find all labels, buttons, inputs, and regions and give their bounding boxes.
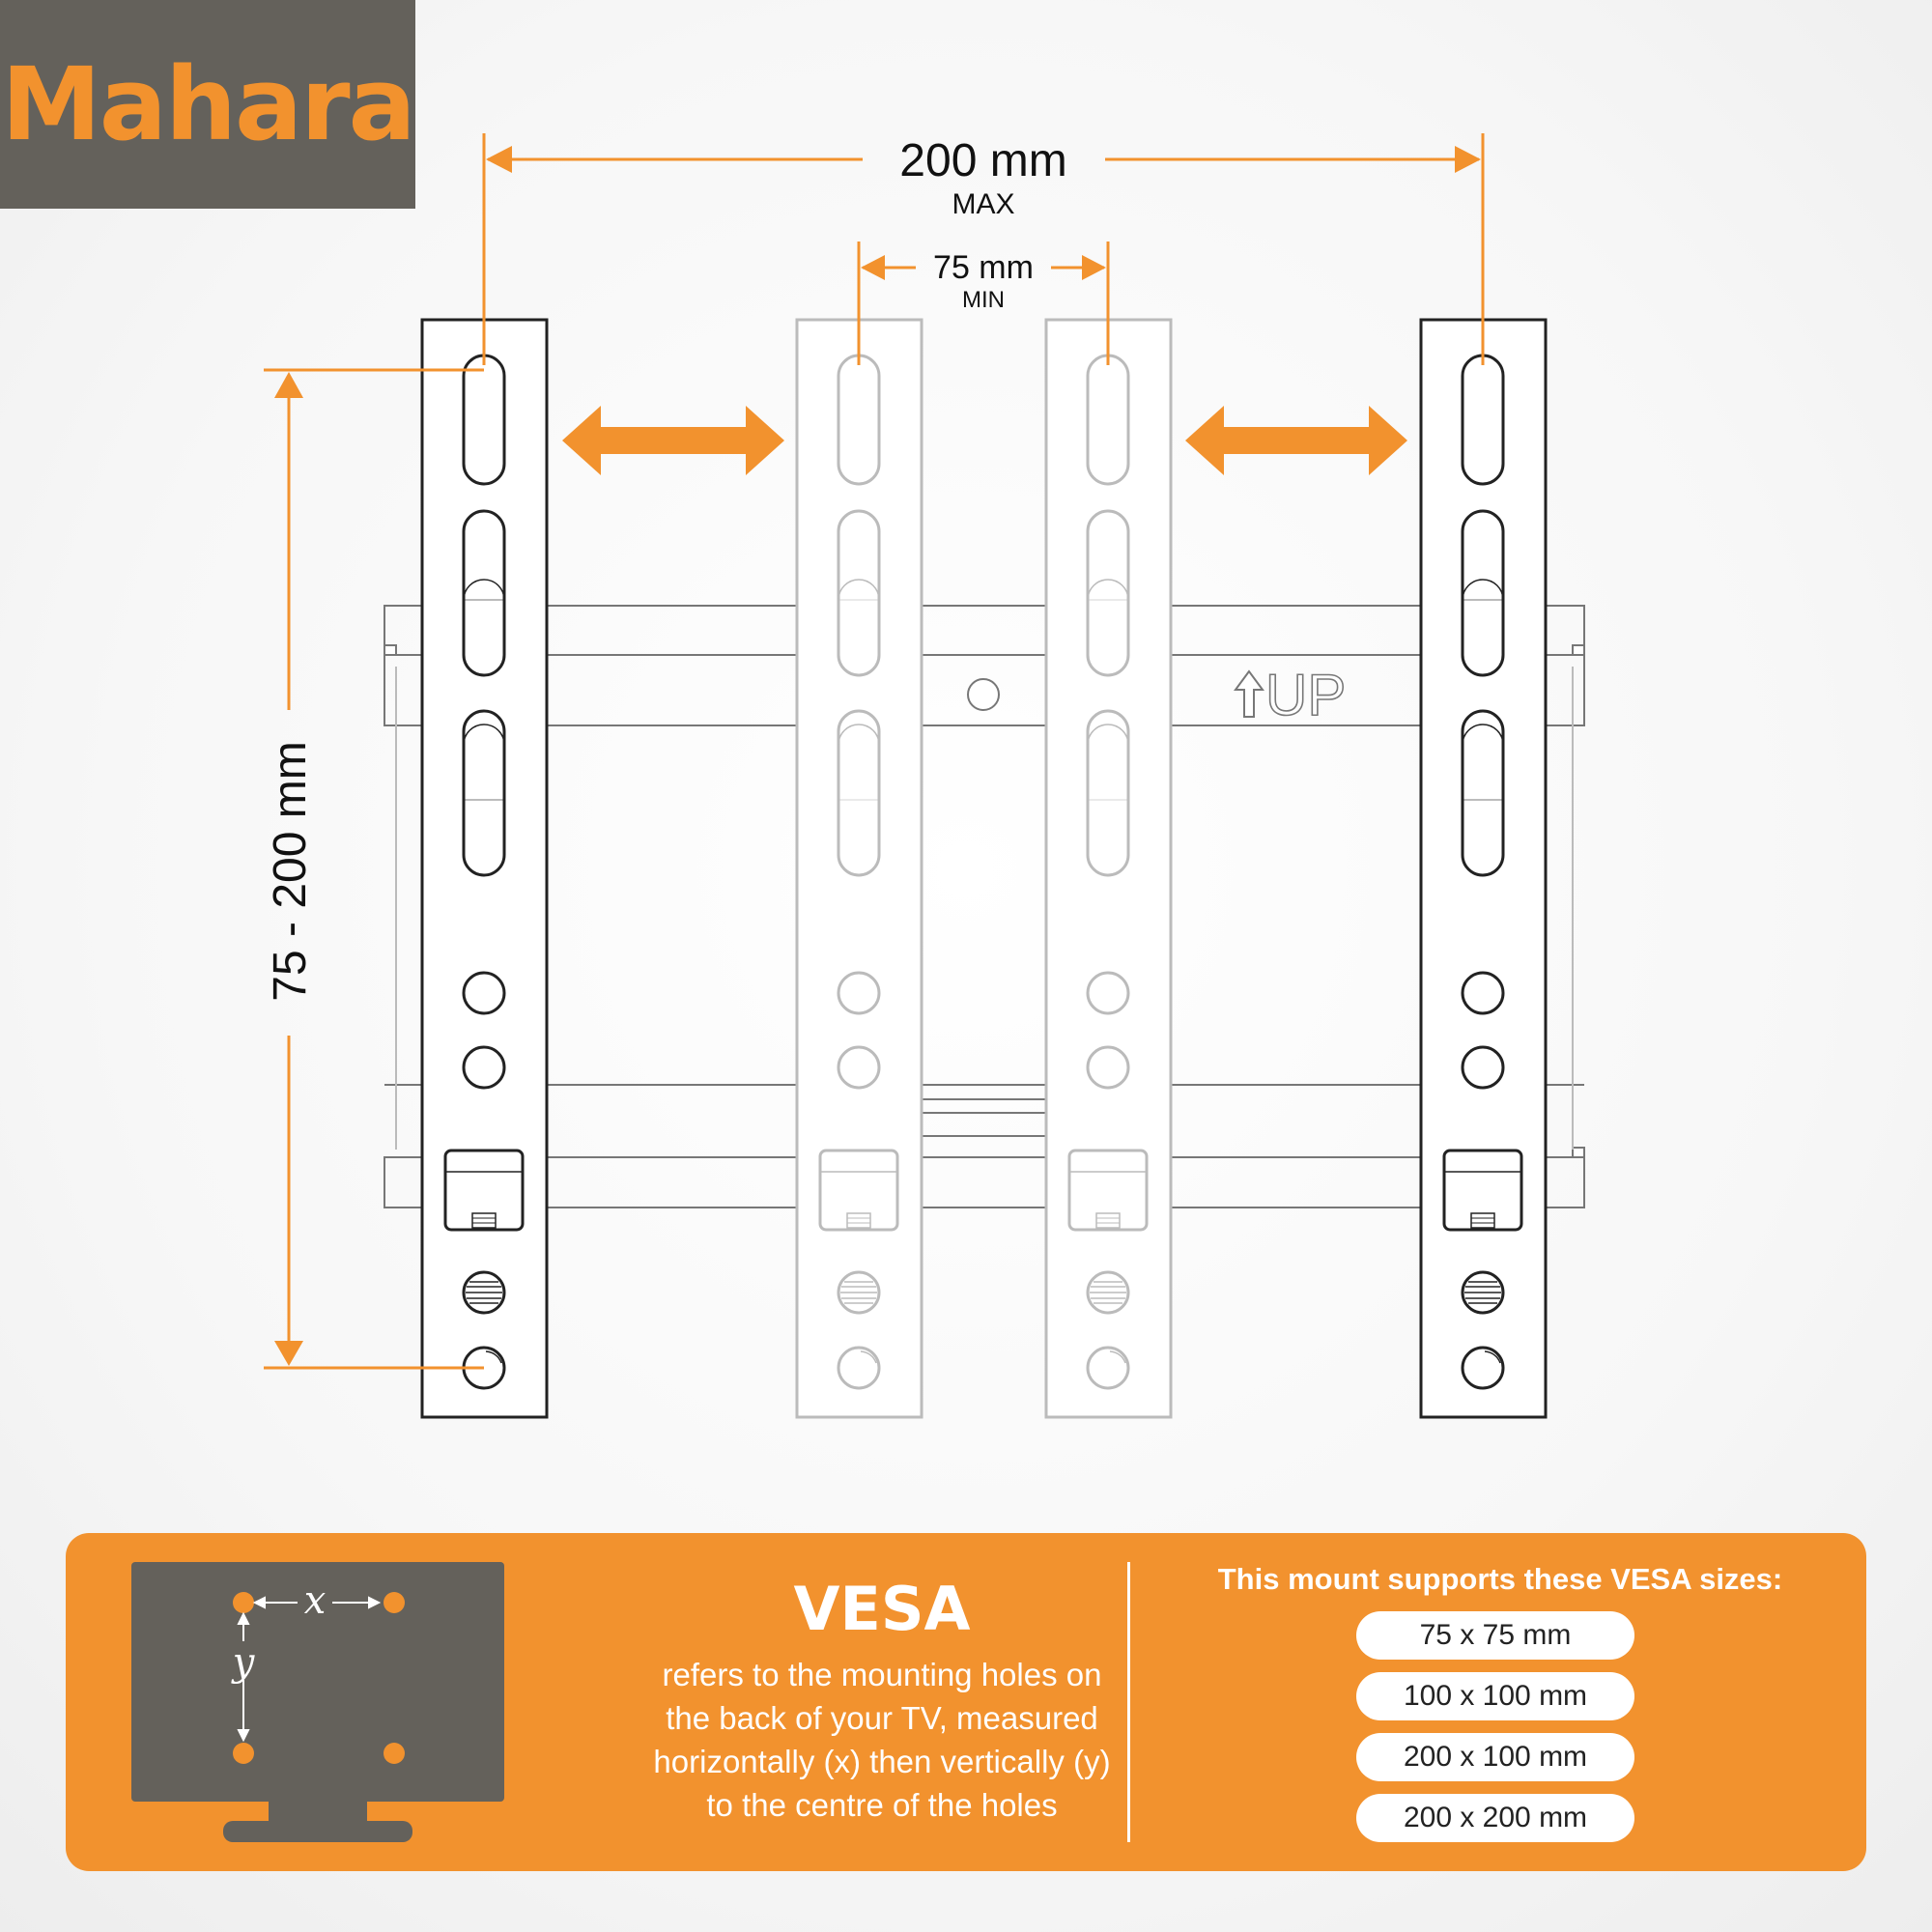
- adjust-arrow-right-icon: [1185, 406, 1407, 475]
- vesa-size-badge: 100 x 100 mm: [1356, 1672, 1634, 1720]
- bracket-plate-left-outer: [420, 318, 549, 1419]
- min-width-label: MIN: [962, 287, 1005, 313]
- max-width-dimension: [482, 133, 1485, 365]
- bracket-plate-left-inner: [795, 318, 923, 1419]
- vesa-description-line: horizontally (x) then vertically (y): [653, 1744, 1111, 1779]
- min-arrowhead-right-icon: [1082, 255, 1106, 280]
- wall-rail: [384, 605, 1585, 1208]
- vertical-arrowhead-bottom-icon: [274, 1341, 303, 1366]
- vesa-description-line: the back of your TV, measured: [666, 1700, 1098, 1736]
- min-arrowhead-left-icon: [861, 255, 885, 280]
- vesa-size-badge: 200 x 100 mm: [1356, 1733, 1634, 1781]
- adjust-arrow-left-icon: [562, 406, 784, 475]
- max-arrowhead-right-icon: [1455, 146, 1481, 173]
- vesa-info-panel: x y VESA refers to the mounting holes on…: [66, 1533, 1866, 1871]
- vesa-y-label: y: [231, 1640, 256, 1685]
- max-arrowhead-left-icon: [486, 146, 512, 173]
- vesa-size-badge: 75 x 75 mm: [1356, 1611, 1634, 1660]
- vertical-dimension: [264, 368, 484, 1370]
- vesa-title: VESA: [793, 1574, 971, 1644]
- min-width-value: 75 mm: [933, 249, 1034, 286]
- vesa-x-label: x: [304, 1578, 327, 1623]
- panel-divider: [1127, 1562, 1130, 1842]
- vertical-range-label: 75 - 200 mm: [265, 741, 316, 1001]
- brand-name: Mahara: [1, 45, 415, 163]
- bracket-plate-right-outer: [1419, 318, 1548, 1419]
- supported-sizes-list: 75 x 75 mm 100 x 100 mm 200 x 100 mm 200…: [1356, 1611, 1634, 1855]
- max-width-label: MAX: [952, 188, 1014, 220]
- up-arrow-icon: [1234, 669, 1264, 718]
- bracket-plate-right-inner: [1044, 318, 1173, 1419]
- rail-center-hole: [967, 678, 1000, 711]
- vesa-description: refers to the mounting holes on the back…: [541, 1653, 1223, 1827]
- vesa-description-line: refers to the mounting holes on: [662, 1657, 1102, 1692]
- supported-sizes-heading: This mount supports these VESA sizes:: [1217, 1562, 1783, 1596]
- max-width-value: 200 mm: [899, 135, 1066, 186]
- vesa-size-badge: 200 x 200 mm: [1356, 1794, 1634, 1842]
- vesa-description-line: to the centre of the holes: [706, 1787, 1058, 1823]
- vertical-arrowhead-top-icon: [274, 372, 303, 398]
- up-label: UP: [1265, 663, 1346, 727]
- brand-logo: Mahara: [0, 0, 416, 209]
- mount-diagram: UP 200 mm MAX 75 mm MIN: [264, 133, 1585, 1419]
- tv-vesa-icon: x y: [131, 1562, 504, 1842]
